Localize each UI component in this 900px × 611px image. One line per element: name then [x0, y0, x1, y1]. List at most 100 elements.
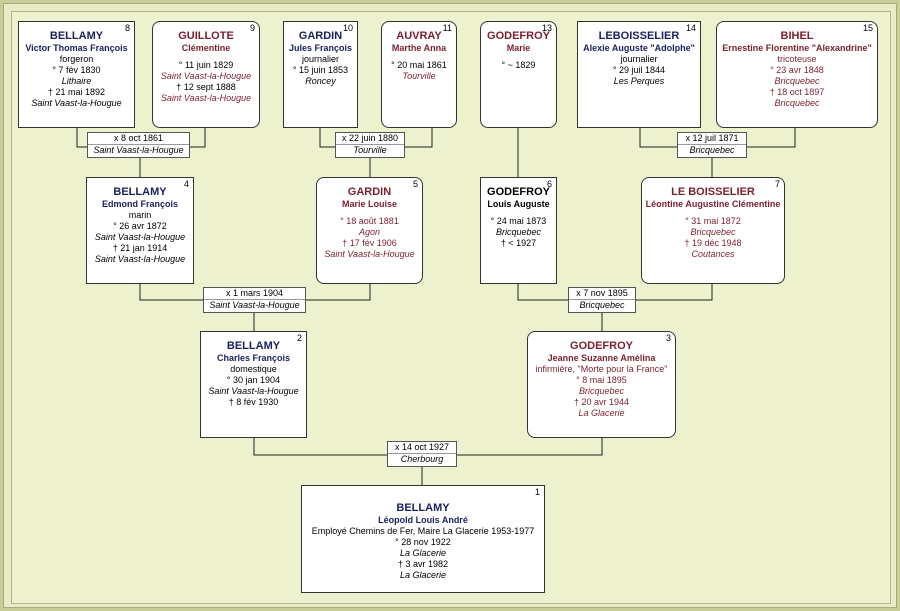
- person-birth: ° 23 avr 1848: [770, 65, 824, 75]
- marriage-date: x 8 oct 1861: [88, 133, 189, 145]
- person-given-name: Marie: [506, 43, 531, 53]
- marriage-date: x 14 oct 1927: [388, 442, 456, 454]
- person-card-13[interactable]: 13 GODEFROY Marie ° ~ 1829: [480, 21, 557, 128]
- person-death: † 17 fév 1906: [342, 238, 397, 248]
- marriage-box-10-11[interactable]: x 22 juin 1880 Tourville: [335, 132, 405, 158]
- person-given-name: Léopold Louis André: [378, 515, 468, 525]
- person-card-7[interactable]: 7 LE BOISSELIER Léontine Augustine Cléme…: [641, 177, 785, 284]
- person-birth: ° 11 juin 1829: [178, 60, 234, 70]
- person-number: 2: [296, 333, 302, 343]
- person-given-name: Edmond François: [101, 199, 178, 209]
- person-card-14[interactable]: 14 LEBOISSELIER Alexie Auguste "Adolphe"…: [577, 21, 701, 128]
- person-card-10[interactable]: 10 GARDIN Jules François journalier ° 15…: [283, 21, 358, 128]
- person-death-place: Saint Vaast-la-Hougue: [324, 249, 415, 259]
- person-occupation: journalier: [301, 54, 340, 64]
- person-birth: ° 26 avr 1872: [113, 221, 167, 231]
- person-death: † 21 mai 1892: [47, 87, 106, 97]
- person-birth: ° 30 jan 1904: [226, 375, 281, 385]
- person-card-6[interactable]: 6 GODEFROY Louis Auguste ° 24 mai 1873 B…: [480, 177, 557, 284]
- person-card-3[interactable]: 3 GODEFROY Jeanne Suzanne Amélina infirm…: [527, 331, 676, 438]
- marriage-box-14-15[interactable]: x 12 juil 1871 Bricquebec: [677, 132, 747, 158]
- person-card-4[interactable]: 4 BELLAMY Edmond François marin ° 26 avr…: [86, 177, 194, 284]
- person-death: † 20 avr 1944: [573, 397, 630, 407]
- person-surname: GODEFROY: [487, 186, 550, 198]
- person-number: 4: [183, 179, 189, 189]
- person-card-8[interactable]: 8 BELLAMY Victor Thomas François forgero…: [18, 21, 135, 128]
- person-surname: AUVRAY: [396, 30, 442, 42]
- marriage-date: x 22 juin 1880: [336, 133, 404, 145]
- person-death-place: Saint Vaast-la-Hougue: [31, 98, 122, 108]
- person-surname: GARDIN: [347, 186, 392, 198]
- person-card-15[interactable]: 15 BIHEL Ernestine Florentine "Alexandri…: [716, 21, 878, 128]
- marriage-date: x 12 juil 1871: [678, 133, 746, 145]
- marriage-place: Saint Vaast-la-Hougue: [93, 145, 184, 155]
- person-birth: ° 24 mai 1873: [490, 216, 547, 226]
- person-birth-place: Roncey: [305, 76, 336, 86]
- person-card-5[interactable]: 5 GARDIN Marie Louise ° 18 août 1881 Ago…: [316, 177, 423, 284]
- person-surname: GARDIN: [298, 30, 343, 42]
- person-death-place: Saint Vaast-la-Hougue: [160, 93, 252, 103]
- person-given-name: Marthe Anna: [391, 43, 447, 53]
- person-birth: ° 20 mai 1861: [391, 60, 447, 70]
- person-birth-place: Saint Vaast-la-Hougue: [94, 232, 186, 242]
- person-given-name: Victor Thomas François: [25, 43, 128, 53]
- person-given-name: Charles François: [216, 353, 291, 363]
- person-given-name: Léontine Augustine Clémentine: [645, 199, 781, 209]
- person-card-11[interactable]: 11 AUVRAY Marthe Anna ° 20 mai 1861 Tour…: [381, 21, 457, 128]
- person-surname: BELLAMY: [113, 186, 167, 198]
- person-birth: ° 7 fév 1830: [52, 65, 101, 75]
- person-occupation: journalier: [620, 54, 658, 64]
- person-card-1[interactable]: 1 BELLAMY Léopold Louis André Employé Ch…: [301, 485, 545, 593]
- person-given-name: Clémentine: [181, 43, 231, 53]
- person-death: † 8 fév 1930: [228, 397, 279, 407]
- person-death: † 21 jan 1914: [112, 243, 168, 253]
- person-birth-place: Saint Vaast-la-Hougue: [208, 386, 299, 396]
- person-number: 3: [665, 333, 671, 343]
- person-number: 11: [442, 23, 452, 33]
- person-birth: ° 15 juin 1853: [292, 65, 349, 75]
- person-birth-place: Saint Vaast-la-Hougue: [160, 71, 252, 81]
- person-card-2[interactable]: 2 BELLAMY Charles François domestique ° …: [200, 331, 307, 438]
- person-birth-place: La Glacerie: [399, 548, 447, 558]
- person-death-place: Saint Vaast-la-Hougue: [94, 254, 186, 264]
- person-birth-place: Agon: [358, 227, 381, 237]
- person-surname: BIHEL: [780, 30, 814, 42]
- person-surname: LE BOISSELIER: [671, 186, 755, 198]
- person-given-name: Jules François: [288, 43, 353, 53]
- person-surname: GUILLOTE: [178, 30, 234, 42]
- marriage-date: x 1 mars 1904: [204, 288, 305, 300]
- marriage-place: Bricquebec: [689, 145, 735, 155]
- person-given-name: Ernestine Florentine "Alexandrine": [722, 43, 872, 53]
- person-occupation: tricoteuse: [777, 54, 817, 64]
- person-surname: LEBOISSELIER: [598, 30, 680, 42]
- marriage-place: Tourville: [353, 145, 387, 155]
- person-birth-place: Les Perques: [613, 76, 665, 86]
- person-death: † 12 sept 1888: [176, 82, 236, 92]
- person-death: † 19 déc 1948: [684, 238, 742, 248]
- person-death: † 18 oct 1897: [769, 87, 825, 97]
- marriage-box-4-5[interactable]: x 1 mars 1904 Saint Vaast-la-Hougue: [203, 287, 306, 313]
- person-death-place: La Glacerie: [399, 570, 447, 580]
- marriage-place: Cherbourg: [400, 454, 444, 464]
- person-occupation: marin: [128, 210, 152, 220]
- person-given-name: Jeanne Suzanne Amélina: [547, 353, 656, 363]
- person-birth: ° 31 mai 1872: [685, 216, 741, 226]
- person-surname: GODEFROY: [570, 340, 633, 352]
- person-surname: GODEFROY: [487, 30, 550, 42]
- marriage-box-6-7[interactable]: x 7 nov 1895 Bricquebec: [568, 287, 636, 313]
- marriage-box-2-3[interactable]: x 14 oct 1927 Cherbourg: [387, 441, 457, 467]
- person-number: 1: [534, 487, 540, 497]
- person-number: 9: [249, 23, 255, 33]
- marriage-box-8-9[interactable]: x 8 oct 1861 Saint Vaast-la-Hougue: [87, 132, 190, 158]
- person-birth-place: Bricquebec: [774, 76, 820, 86]
- person-birth-place: Lithaire: [61, 76, 92, 86]
- person-death: † 3 avr 1982: [397, 559, 449, 569]
- person-number: 13: [541, 23, 552, 33]
- person-occupation: forgeron: [59, 54, 94, 64]
- person-card-9[interactable]: 9 GUILLOTE Clémentine ° 11 juin 1829 Sai…: [152, 21, 260, 128]
- person-death-place: Bricquebec: [774, 98, 820, 108]
- person-death-place: Coutances: [691, 249, 735, 259]
- person-number: 10: [342, 23, 353, 33]
- person-given-name: Louis Auguste: [487, 199, 550, 209]
- person-birth: ° 28 nov 1922: [395, 537, 451, 547]
